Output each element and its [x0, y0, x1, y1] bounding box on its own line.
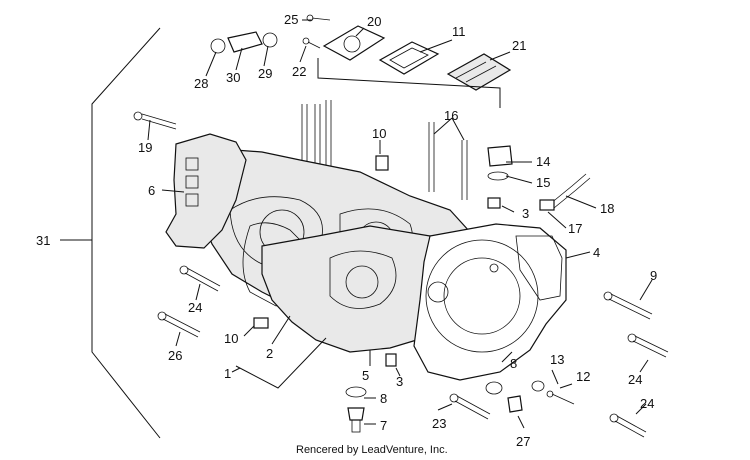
callout-24-left: 24	[188, 300, 202, 315]
callout-9: 9	[650, 268, 657, 283]
callout-11: 11	[452, 24, 466, 39]
reed-gasket-11	[378, 41, 440, 75]
callout-8-lower: 8	[380, 391, 387, 406]
callout-15: 15	[536, 175, 550, 190]
callout-17: 17	[568, 221, 582, 236]
callout-13: 13	[550, 352, 564, 367]
callout-23: 23	[432, 416, 446, 431]
callout-22: 22	[292, 64, 306, 79]
callout-26: 26	[168, 348, 182, 363]
callout-28: 28	[194, 76, 208, 91]
leader-lines	[60, 19, 653, 429]
long-studs-drawing	[301, 100, 468, 200]
callout-18: 18	[600, 201, 614, 216]
callout-29: 29	[258, 66, 272, 81]
callout-5: 5	[362, 368, 369, 383]
callout-2: 2	[266, 346, 273, 361]
callout-25: 25	[284, 12, 298, 27]
callout-24-mid: 24	[628, 372, 642, 387]
callout-8-right: 8	[510, 356, 517, 371]
callout-16: 16	[444, 108, 458, 123]
callout-3-top: 3	[522, 206, 529, 221]
callout-31: 31	[36, 233, 50, 248]
callout-4: 4	[593, 245, 600, 260]
callout-6: 6	[148, 183, 155, 198]
callout-21: 21	[512, 38, 526, 53]
reed-valve-21	[446, 53, 512, 91]
footer-credit: Rencered by LeadVenture, Inc.	[296, 444, 448, 456]
callout-19: 19	[138, 140, 152, 155]
callout-labels: 25 20 11 21 22 28 30 29 16 10 19 14 15 6…	[36, 12, 657, 449]
callout-3-lower: 3	[396, 374, 403, 389]
callout-27: 27	[516, 434, 530, 449]
oil-filler-cap	[487, 145, 513, 167]
callout-1: 1	[224, 366, 231, 381]
callout-24-right: 24	[640, 396, 654, 411]
reed-block-20	[322, 25, 386, 61]
callout-7: 7	[380, 418, 387, 433]
callout-10-top: 10	[372, 126, 386, 141]
callout-20: 20	[367, 14, 381, 29]
callout-10-lower: 10	[224, 331, 238, 346]
callout-12: 12	[576, 369, 590, 384]
hose-clamp-29	[262, 32, 278, 48]
crankcase-assembly-drawing	[91, 14, 669, 439]
callout-14: 14	[536, 154, 550, 169]
side-cover	[413, 223, 567, 381]
callout-30: 30	[226, 70, 240, 85]
hose-clamp-28	[210, 38, 226, 54]
intake-hose-30	[227, 31, 263, 53]
